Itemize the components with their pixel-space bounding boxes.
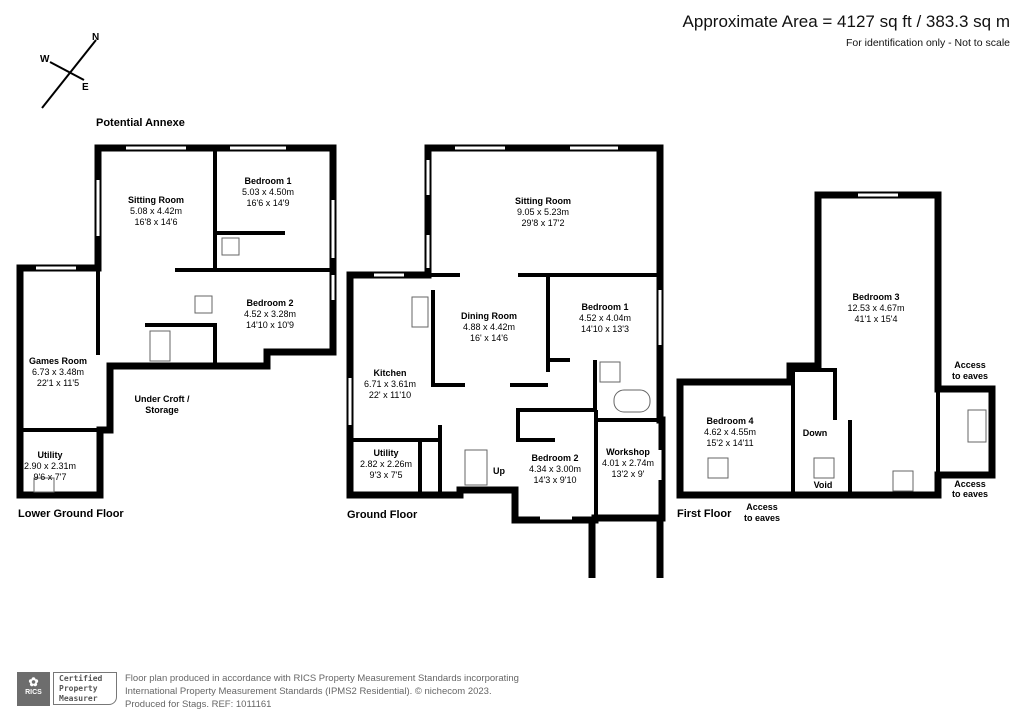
stairs-up-label: Up bbox=[493, 466, 505, 476]
svg-text:14'10 x 13'3: 14'10 x 13'3 bbox=[581, 324, 629, 334]
eaves-access-3: Access bbox=[746, 502, 778, 512]
footer-note: Floor plan produced in accordance with R… bbox=[125, 672, 519, 711]
footer-line-3: Produced for Stags. REF: 1011161 bbox=[125, 699, 272, 710]
svg-text:16'6 x 14'9: 16'6 x 14'9 bbox=[247, 198, 290, 208]
svg-text:4.52 x 3.28m: 4.52 x 3.28m bbox=[244, 309, 296, 319]
svg-text:Dining Room: Dining Room bbox=[461, 311, 517, 321]
eaves-access-2b: to eaves bbox=[952, 489, 988, 499]
svg-text:22'1 x 11'5: 22'1 x 11'5 bbox=[37, 378, 79, 388]
svg-text:4.34 x 3.00m: 4.34 x 3.00m bbox=[529, 464, 581, 474]
svg-text:Sitting Room: Sitting Room bbox=[515, 196, 571, 206]
ground-floor-label: Ground Floor bbox=[347, 509, 418, 521]
svg-text:Bedroom 1: Bedroom 1 bbox=[581, 302, 628, 312]
svg-text:4.62 x 4.55m: 4.62 x 4.55m bbox=[704, 427, 756, 437]
svg-text:16' x 14'6: 16' x 14'6 bbox=[470, 333, 508, 343]
svg-text:Workshop: Workshop bbox=[606, 447, 650, 457]
svg-text:14'10 x 10'9: 14'10 x 10'9 bbox=[246, 320, 294, 330]
compass-north: N bbox=[92, 32, 99, 43]
svg-text:5.03 x 4.50m: 5.03 x 4.50m bbox=[242, 187, 294, 197]
approximate-area: Approximate Area = 4127 sq ft / 383.3 sq… bbox=[682, 12, 1010, 31]
svg-text:14'3 x 9'10: 14'3 x 9'10 bbox=[534, 475, 577, 485]
svg-text:13'2 x 9': 13'2 x 9' bbox=[612, 469, 645, 479]
svg-text:Bedroom 2: Bedroom 2 bbox=[246, 298, 293, 308]
annexe-label: Potential Annexe bbox=[96, 117, 185, 129]
svg-text:22' x 11'10: 22' x 11'10 bbox=[369, 390, 411, 400]
svg-text:Utility: Utility bbox=[373, 448, 398, 458]
compass-west: W bbox=[40, 54, 50, 65]
stairs-down-label: Down bbox=[803, 428, 828, 438]
svg-text:6.73 x 3.48m: 6.73 x 3.48m bbox=[32, 367, 84, 377]
svg-text:4.01 x 2.74m: 4.01 x 2.74m bbox=[602, 458, 654, 468]
svg-text:Bedroom 2: Bedroom 2 bbox=[531, 453, 578, 463]
footer-line-1: Floor plan produced in accordance with R… bbox=[125, 673, 519, 684]
lower-ground-floor-label: Lower Ground Floor bbox=[18, 508, 124, 520]
svg-text:Kitchen: Kitchen bbox=[373, 368, 406, 378]
svg-text:2.82 x 2.26m: 2.82 x 2.26m bbox=[360, 459, 412, 469]
svg-text:5.08 x 4.42m: 5.08 x 4.42m bbox=[130, 206, 182, 216]
compass-icon: N W E bbox=[40, 32, 99, 109]
eaves-access-1b: to eaves bbox=[952, 371, 988, 381]
svg-text:Bedroom 1: Bedroom 1 bbox=[244, 176, 291, 186]
svg-text:29'8 x 17'2: 29'8 x 17'2 bbox=[522, 218, 565, 228]
eaves-access-2: Access bbox=[954, 479, 986, 489]
svg-text:12.53 x 4.67m: 12.53 x 4.67m bbox=[847, 303, 904, 313]
svg-text:Utility: Utility bbox=[37, 450, 62, 460]
svg-text:Bedroom 3: Bedroom 3 bbox=[852, 292, 899, 302]
svg-text:Games Room: Games Room bbox=[29, 356, 87, 366]
rics-logo: ✿RICS bbox=[17, 672, 50, 706]
under-croft-label: Under Croft / bbox=[135, 394, 190, 404]
under-croft-label-2: Storage bbox=[145, 405, 179, 415]
svg-text:4.52 x 4.04m: 4.52 x 4.04m bbox=[579, 313, 631, 323]
svg-text:9'3 x 7'5: 9'3 x 7'5 bbox=[370, 470, 403, 480]
svg-text:9'6 x 7'7: 9'6 x 7'7 bbox=[34, 472, 67, 482]
svg-text:4.88 x 4.42m: 4.88 x 4.42m bbox=[463, 322, 515, 332]
eaves-access-1: Access bbox=[954, 360, 986, 370]
identification-note: For identification only - Not to scale bbox=[846, 37, 1010, 49]
first-floor-label: First Floor bbox=[677, 508, 732, 520]
svg-text:15'2 x 14'11: 15'2 x 14'11 bbox=[706, 438, 753, 448]
compass-east: E bbox=[82, 82, 89, 93]
void-label: Void bbox=[814, 480, 833, 490]
svg-text:2.90 x 2.31m: 2.90 x 2.31m bbox=[24, 461, 76, 471]
svg-text:16'8 x 14'6: 16'8 x 14'6 bbox=[135, 217, 178, 227]
svg-text:Sitting Room: Sitting Room bbox=[128, 195, 184, 205]
svg-text:6.71 x 3.61m: 6.71 x 3.61m bbox=[364, 379, 416, 389]
svg-text:41'1 x 15'4: 41'1 x 15'4 bbox=[855, 314, 898, 324]
svg-text:9.05 x 5.23m: 9.05 x 5.23m bbox=[517, 207, 569, 217]
eaves-access-3b: to eaves bbox=[744, 513, 780, 523]
footer-line-2: International Property Measurement Stand… bbox=[125, 686, 492, 697]
svg-text:Bedroom 4: Bedroom 4 bbox=[706, 416, 753, 426]
